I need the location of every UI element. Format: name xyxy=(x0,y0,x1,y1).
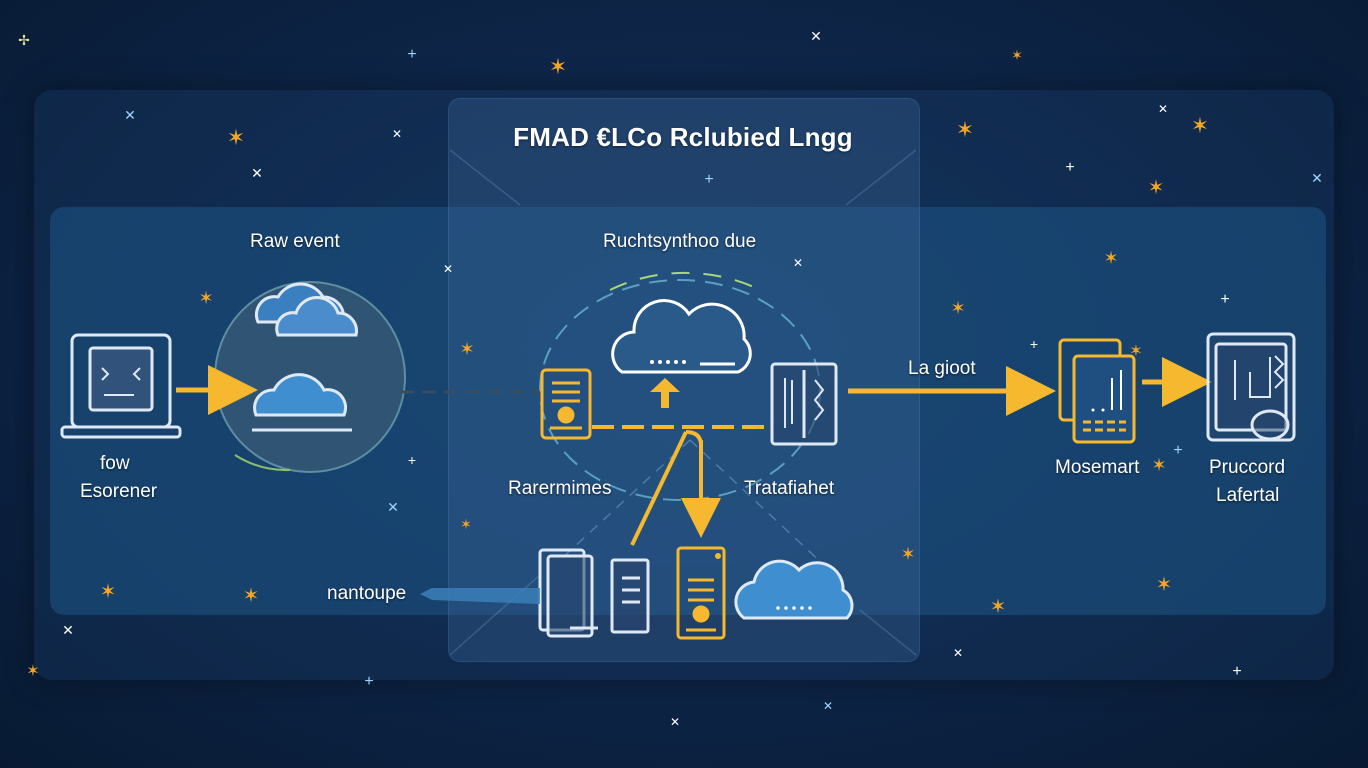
card-perspective-lines xyxy=(449,149,917,656)
documents-icon xyxy=(538,548,650,638)
label-mosemart: Mosemart xyxy=(1055,457,1140,478)
sparkle-icon: + xyxy=(704,171,714,188)
sparkle-icon: ✕ xyxy=(62,622,74,638)
label-hub: Ruchtsynthoo due xyxy=(603,231,757,252)
sparkle-icon: ✕ xyxy=(387,499,399,515)
sparkle-icon: ✕ xyxy=(391,127,403,141)
star-icon: ✶ xyxy=(989,596,1007,618)
sparkle-icon: ✕ xyxy=(952,646,964,660)
fan-lines xyxy=(559,439,841,581)
star-icon: ✶ xyxy=(1155,574,1173,596)
panel-icon xyxy=(770,362,838,446)
sparkle-icon: + xyxy=(407,452,417,468)
arrow-to-nantoupe xyxy=(420,588,540,604)
star-icon: ✶ xyxy=(99,581,117,603)
star-icon: ✶ xyxy=(1190,113,1210,138)
star-icon: ✶ xyxy=(26,663,40,680)
sparkle-icon: + xyxy=(1065,159,1075,176)
star-icon: ✶ xyxy=(459,339,475,359)
star-icon: ✶ xyxy=(1151,455,1167,475)
sparkle-icon: + xyxy=(1220,291,1230,308)
star-icon: ✶ xyxy=(1147,177,1165,199)
center-card xyxy=(448,98,920,662)
label-nantoupe: nantoupe xyxy=(327,583,407,604)
sparkle-icon: + xyxy=(1173,442,1183,459)
sparkle-icon: + xyxy=(364,673,374,690)
sparkle-icon: ✕ xyxy=(792,256,804,270)
diagram-title: FMAD €LCo Rclubied Lngg xyxy=(513,122,853,152)
report-icon xyxy=(1206,332,1296,442)
label-raw-event: Raw event xyxy=(250,231,340,252)
star-icon: ✶ xyxy=(198,288,214,308)
server-icon xyxy=(676,546,726,640)
star-icon: ✶ xyxy=(1103,248,1119,268)
sparkle-icon: + xyxy=(1029,336,1039,352)
sparkle-icon: ✕ xyxy=(669,715,681,729)
arrow-up-to-hub xyxy=(650,378,680,408)
sparkle-icon: ✕ xyxy=(124,107,136,123)
sparkle-icon: ✕ xyxy=(442,262,454,276)
label-left-node: Rarermimes xyxy=(508,478,612,499)
sparkle-icon: ✕ xyxy=(1157,102,1169,116)
star-icon: ✶ xyxy=(950,298,966,318)
chart-doc-icon xyxy=(1058,338,1136,444)
hub-cloud-icon xyxy=(611,299,752,374)
server-doc-icon xyxy=(540,368,592,440)
connector-to-documents xyxy=(630,431,688,546)
sparkle-icon: ✕ xyxy=(822,699,834,713)
label-right-node: Tratafiahet xyxy=(744,478,835,499)
hub-ring-highlight xyxy=(609,271,761,291)
star-icon: ✶ xyxy=(1011,47,1023,63)
star-icon: ✶ xyxy=(460,516,472,532)
star-icon: ✶ xyxy=(900,544,916,564)
sparkle-icon: ✕ xyxy=(251,165,263,181)
connector-curve xyxy=(685,430,703,445)
label-source-line2: Esorener xyxy=(80,481,158,502)
sparkle-icon: ✢ xyxy=(18,32,30,48)
label-pruccord-line1: Pruccord xyxy=(1209,457,1286,478)
bottom-cloud-icon xyxy=(734,559,854,620)
label-pruccord-line2: Lafertal xyxy=(1216,485,1280,506)
sparkle-icon: + xyxy=(1232,663,1242,680)
sparkle-icon: + xyxy=(407,46,417,63)
star-icon: ✶ xyxy=(1129,343,1143,360)
star-icon: ✶ xyxy=(242,585,260,607)
cloud-cluster-icon xyxy=(252,282,358,432)
label-output-link: La gioot xyxy=(908,358,976,379)
star-icon: ✶ xyxy=(955,117,975,142)
laptop-icon xyxy=(60,333,182,439)
star-icon: ✶ xyxy=(226,125,246,150)
star-icon: ✶ xyxy=(548,54,568,79)
label-source-line1: fow xyxy=(100,453,130,474)
sparkle-icon: ✕ xyxy=(1311,170,1323,186)
sparkle-icon: ✕ xyxy=(810,28,822,44)
